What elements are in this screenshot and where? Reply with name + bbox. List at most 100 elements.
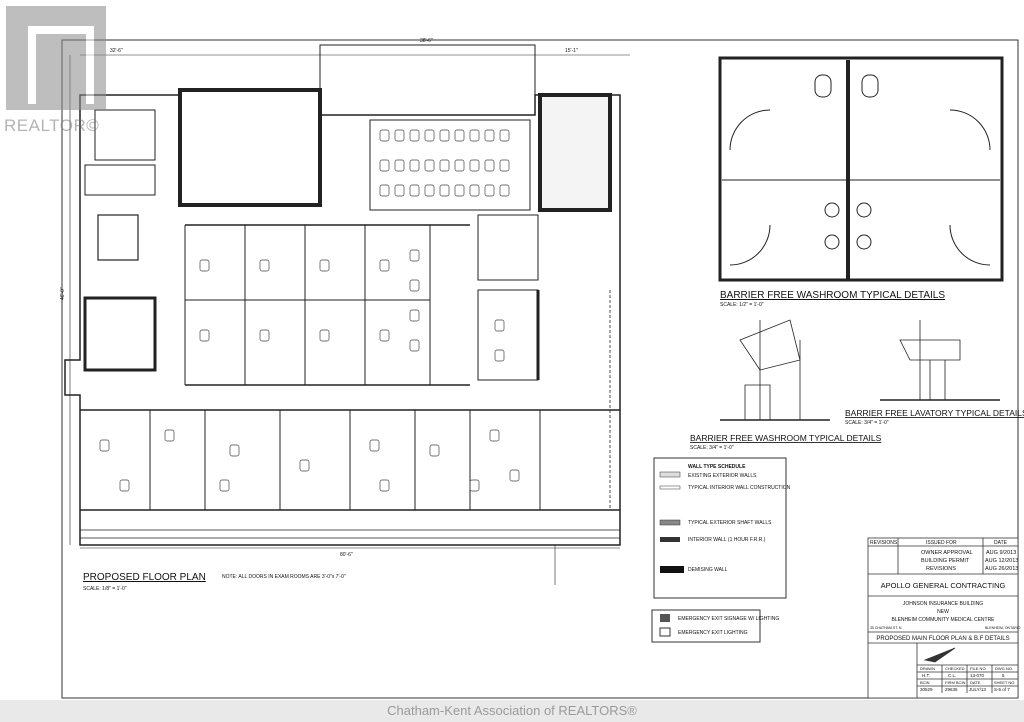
emergency-legend-item: EMERGENCY EXIT LIGHTING — [678, 630, 748, 636]
table-header: BCIN — [920, 680, 930, 685]
address-left: 35 CHATHAM ST. N. — [870, 626, 902, 630]
address-right: BLENHEIM, ONTARIO — [985, 626, 1021, 630]
emergency-legend-item: EMERGENCY EXIT SIGNAGE W/ LIGHTING — [678, 616, 779, 622]
drawing-sheet: 32'-6" 38'-6" 15'-1" 46'-0" 80'-6" PROPO… — [60, 38, 1024, 699]
lavatory-detail — [880, 320, 1000, 401]
chair-symbol — [439, 129, 450, 142]
table-value: 5 — [1002, 673, 1005, 678]
table-value: 30529 — [920, 687, 933, 692]
chair-symbol — [494, 349, 505, 362]
table-header: DATE — [970, 680, 981, 685]
exit-sign-icon — [660, 614, 670, 622]
chair-symbol — [199, 259, 210, 272]
dimension-top-left: 32'-6" — [110, 48, 123, 54]
chair-symbol — [499, 184, 510, 197]
washroom-elevation-detail — [720, 319, 830, 421]
chair-symbol — [424, 184, 435, 197]
chair-symbol — [299, 459, 310, 472]
revision-issued-for: BUILDING PERMIT — [921, 558, 970, 564]
chair-symbol — [259, 329, 270, 342]
chair-symbol — [259, 259, 270, 272]
chair-symbol — [429, 444, 440, 457]
project-line: NEW — [937, 609, 949, 615]
wall-type-label: INTERIOR WALL (1 HOUR F.R.R.) — [688, 537, 766, 543]
chair-symbol — [454, 159, 465, 172]
chair-symbol — [439, 184, 450, 197]
washroom-elevation-title: BARRIER FREE WASHROOM TYPICAL DETAILS — [690, 433, 882, 443]
floor-plan-title: PROPOSED FLOOR PLAN — [83, 572, 206, 583]
revision-date: AUG 26/2013 — [985, 566, 1018, 572]
chair-symbol — [379, 129, 390, 142]
revision-date: AUG 9/2013 — [986, 550, 1016, 556]
chair-symbol — [484, 159, 495, 172]
chair-symbol — [379, 479, 390, 492]
chair-symbol — [499, 129, 510, 142]
table-header: DWG NO. — [995, 666, 1013, 671]
chair-symbol — [489, 429, 500, 442]
chair-symbol — [379, 159, 390, 172]
contractor-name: APOLLO GENERAL CONTRACTING — [881, 581, 1006, 590]
chair-symbol — [424, 129, 435, 142]
dimension-top-right: 15'-1" — [565, 48, 578, 54]
dimension-bottom: 80'-6" — [340, 552, 353, 558]
chair-symbol — [484, 184, 495, 197]
table-header: CHECKED — [945, 666, 965, 671]
chair-symbol — [409, 279, 420, 292]
chair-symbol — [394, 159, 405, 172]
chair-symbol — [454, 129, 465, 142]
lavatory-title: BARRIER FREE LAVATORY TYPICAL DETAILS — [845, 408, 1024, 418]
chair-symbol — [409, 159, 420, 172]
exit-light-icon — [659, 627, 671, 637]
date-header: DATE — [994, 540, 1008, 546]
chair-symbol — [469, 184, 480, 197]
table-value: JULY/13 — [969, 687, 986, 692]
chair-symbol — [379, 184, 390, 197]
dimension-top-mid: 38'-6" — [420, 38, 433, 44]
wall-schedule-title: WALL TYPE SCHEDULE — [688, 464, 746, 470]
lavatory-scale: SCALE: 3/4" = 1'-0" — [845, 420, 889, 426]
dimension-left: 46'-0" — [60, 287, 66, 300]
chair-symbol — [369, 439, 380, 452]
realtor-logo-text: REALTOR© — [4, 116, 100, 135]
chair-symbol — [199, 329, 210, 342]
chair-symbol — [424, 159, 435, 172]
furniture-symbols — [99, 129, 520, 492]
title-block — [867, 537, 1019, 699]
washroom-elevation-scale: SCALE: 3/4" = 1'-0" — [690, 445, 734, 451]
table-value: S-5 of 7 — [994, 687, 1010, 692]
drawing-title: PROPOSED MAIN FLOOR PLAN & B.F DETAILS — [876, 636, 1009, 642]
chair-symbol — [409, 129, 420, 142]
chair-symbol — [469, 129, 480, 142]
wall-type-label: TYPICAL INTERIOR WALL CONSTRUCTION — [688, 485, 791, 491]
chair-symbol — [484, 129, 495, 142]
washroom-plan-scale: SCALE: 1/2" = 1'-0" — [720, 302, 764, 308]
chair-symbol — [379, 259, 390, 272]
chair-symbol — [394, 129, 405, 142]
wall-type-label: EXISTING EXTERIOR WALLS — [688, 473, 757, 479]
chair-symbol — [409, 184, 420, 197]
project-line: JOHNSON INSURANCE BUILDING — [903, 601, 983, 607]
wall-schedule-items: EXISTING EXTERIOR WALLS TYPICAL INTERIOR… — [659, 471, 791, 573]
issued-for-header: ISSUED FOR — [926, 540, 957, 546]
chair-symbol — [499, 159, 510, 172]
chair-symbol — [469, 479, 480, 492]
table-header: FILE NO. — [970, 666, 987, 671]
sheet-border — [61, 39, 1019, 699]
chair-symbol — [439, 159, 450, 172]
table-value: H.T. — [922, 673, 930, 678]
revision-issued-for: REVISIONS — [926, 566, 956, 572]
chair-symbol — [99, 439, 110, 452]
floor-plan-note: NOTE: ALL DOORS IN EXAM ROOMS ARE 3'-0"x… — [222, 574, 346, 580]
washroom-plan-title: BARRIER FREE WASHROOM TYPICAL DETAILS — [720, 290, 945, 301]
chair-symbol — [494, 319, 505, 332]
project-line: BLENHEIM COMMUNITY MEDICAL CENTRE — [891, 617, 995, 623]
chair-symbol — [409, 249, 420, 262]
chair-symbol — [119, 479, 130, 492]
chair-symbol — [409, 339, 420, 352]
chair-symbol — [469, 159, 480, 172]
chair-symbol — [219, 479, 230, 492]
table-header: DRAWN — [920, 666, 935, 671]
chair-symbol — [319, 259, 330, 272]
chair-symbol — [319, 329, 330, 342]
chair-symbol — [394, 184, 405, 197]
